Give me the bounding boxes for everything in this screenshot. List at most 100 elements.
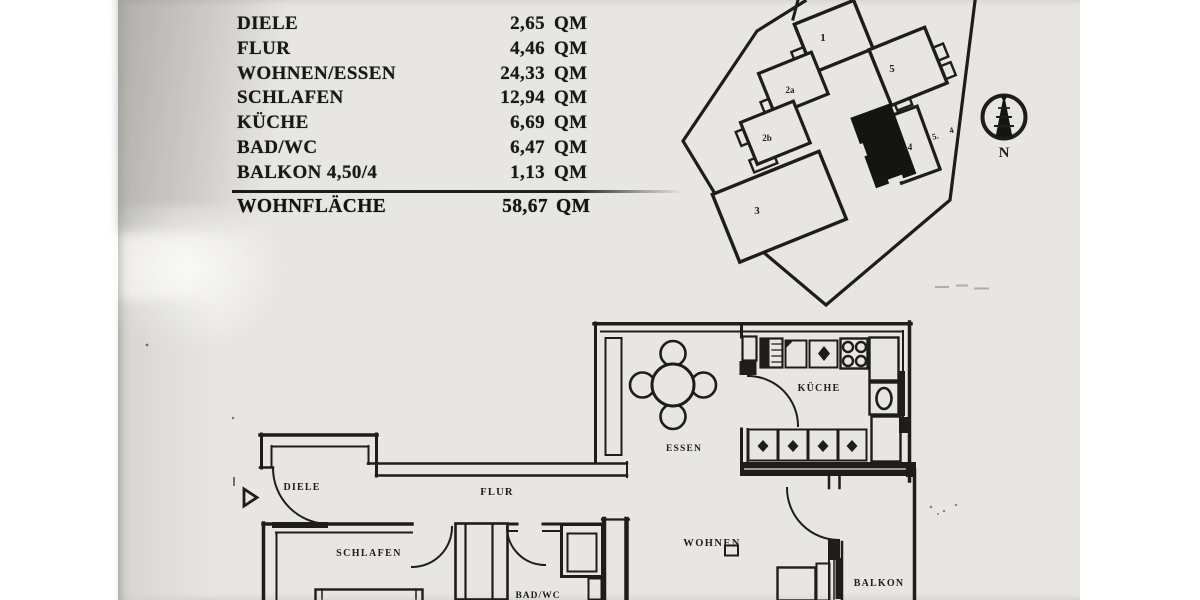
- street-number-5: 5.: [931, 130, 940, 141]
- balcony-tab: [734, 127, 751, 148]
- room-label-diele: DIELE: [283, 482, 320, 493]
- sideboard: [815, 562, 831, 600]
- building-label-4: 4: [908, 142, 913, 152]
- area-unit: QM: [556, 196, 591, 217]
- area-unit: QM: [554, 87, 588, 109]
- building-label-5: 5: [889, 63, 895, 75]
- fridge: [868, 336, 900, 382]
- total-area: 58,67: [502, 196, 548, 217]
- balcony-tab: [938, 60, 958, 81]
- scan-shadow-left-lower: [118, 300, 248, 600]
- kitchen-cabinet: [837, 428, 868, 462]
- scan-highlight-left: [112, 205, 287, 355]
- built-in-closet: [454, 522, 509, 600]
- building-label-2a: 2a: [786, 85, 796, 95]
- cabinet-door-symbol: [757, 440, 769, 452]
- door-swing-balkon: [785, 486, 841, 542]
- room-label-schlafen: SCHLAFEN: [336, 548, 402, 559]
- site-plan: 1 5 2a 2b 3 4 5. 4 N: [681, 0, 1028, 308]
- room-area: 1,13: [510, 161, 545, 183]
- area-row: DIELE 2,65 QM: [237, 13, 587, 38]
- door-swing-bad: [505, 525, 547, 567]
- area-unit: QM: [554, 13, 588, 34]
- wc: [587, 577, 603, 600]
- chair: [659, 402, 687, 431]
- window-frame-fill: [835, 558, 841, 599]
- area-unit: QM: [554, 161, 588, 183]
- kitchen-window-niche: [741, 335, 758, 362]
- room-area: 2,65: [510, 13, 545, 34]
- room-label-badwc: BAD/WC: [515, 591, 560, 600]
- room-name: WOHNEN/ESSEN: [237, 62, 396, 84]
- room-name: BAD/WC: [237, 136, 318, 158]
- kitchen-tall-unit: [870, 415, 902, 463]
- room-label-flur: FLUR: [480, 487, 513, 498]
- area-unit: QM: [554, 136, 588, 158]
- room-name: FLUR: [237, 37, 291, 59]
- building-notch: [856, 143, 868, 158]
- burner: [841, 354, 855, 368]
- dining-set: [628, 339, 718, 431]
- door-swing-schlafen: [410, 525, 454, 569]
- sideboard: [776, 566, 817, 600]
- chair: [659, 339, 687, 368]
- area-unit: QM: [554, 62, 588, 84]
- small-furniture: [724, 544, 739, 557]
- cabinet-door-symbol: [787, 440, 799, 452]
- area-row: BALKON 4,50/4 1,13 QM: [237, 161, 587, 187]
- building-label-1: 1: [820, 32, 826, 44]
- room-name: DIELE: [237, 13, 299, 34]
- wall-fill: [906, 462, 916, 477]
- area-unit: QM: [554, 112, 588, 134]
- scan-shadow-top-left: [118, 0, 298, 233]
- washer-door: [875, 386, 893, 411]
- kitchen-counter-dark: [760, 338, 770, 368]
- building-label-2b: 2b: [762, 133, 772, 143]
- wall-fill: [899, 417, 909, 433]
- building-notch: [887, 174, 904, 186]
- area-table: DIELE 2,65 QM FLUR 4,46 QM WOHNEN/ESSEN …: [237, 13, 587, 187]
- burner: [854, 354, 868, 368]
- room-label-balkon: BALKON: [854, 578, 905, 589]
- room-name: BALKON 4,50/4: [237, 161, 378, 183]
- cabinet-door-symbol: [846, 440, 858, 452]
- wall-fill: [899, 371, 905, 416]
- dining-table: [650, 362, 696, 408]
- building-label-3: 3: [754, 205, 760, 217]
- cabinet-door-symbol: [817, 440, 829, 452]
- compass-north-label: N: [999, 145, 1010, 161]
- room-area: 6,47: [510, 136, 545, 158]
- bed: [314, 588, 424, 600]
- cabinet-door-symbol: [818, 346, 830, 361]
- table-total-divider: [232, 190, 684, 193]
- site-building-2b: [738, 99, 813, 167]
- room-area: 24,33: [500, 62, 545, 84]
- door-swing-kitchen: [746, 374, 800, 428]
- room-label-wohnen: WOHNEN: [683, 538, 740, 549]
- entrance-arrow-icon: [242, 486, 260, 509]
- site-building-5: [866, 25, 950, 108]
- stove: [839, 337, 869, 370]
- north-compass-icon: [980, 93, 1028, 141]
- kitchen-cabinet: [808, 339, 839, 369]
- room-area: 4,46: [510, 37, 545, 59]
- wall-fill: [739, 361, 757, 375]
- door-threshold: [828, 540, 840, 560]
- room-name: KÜCHE: [237, 112, 309, 134]
- area-unit: QM: [554, 37, 588, 59]
- area-row: WOHNEN/ESSEN 24,33 QM: [237, 62, 587, 88]
- washer-unit: [868, 381, 900, 416]
- room-area: 6,69: [510, 112, 545, 134]
- street-number-4: 4: [948, 125, 955, 136]
- room-label-kueche: KÜCHE: [798, 381, 841, 394]
- area-row: SCHLAFEN 12,94 QM: [237, 87, 587, 112]
- burner: [841, 340, 855, 354]
- kitchen-sink: [784, 339, 808, 369]
- door-swing-entrance: [271, 466, 331, 526]
- room-area: 12,94: [500, 87, 545, 109]
- cut-structure-line: [791, 0, 800, 21]
- site-building-4-highlighted: [850, 103, 917, 189]
- area-row: FLUR 4,46 QM: [237, 37, 587, 63]
- room-name: SCHLAFEN: [237, 87, 344, 109]
